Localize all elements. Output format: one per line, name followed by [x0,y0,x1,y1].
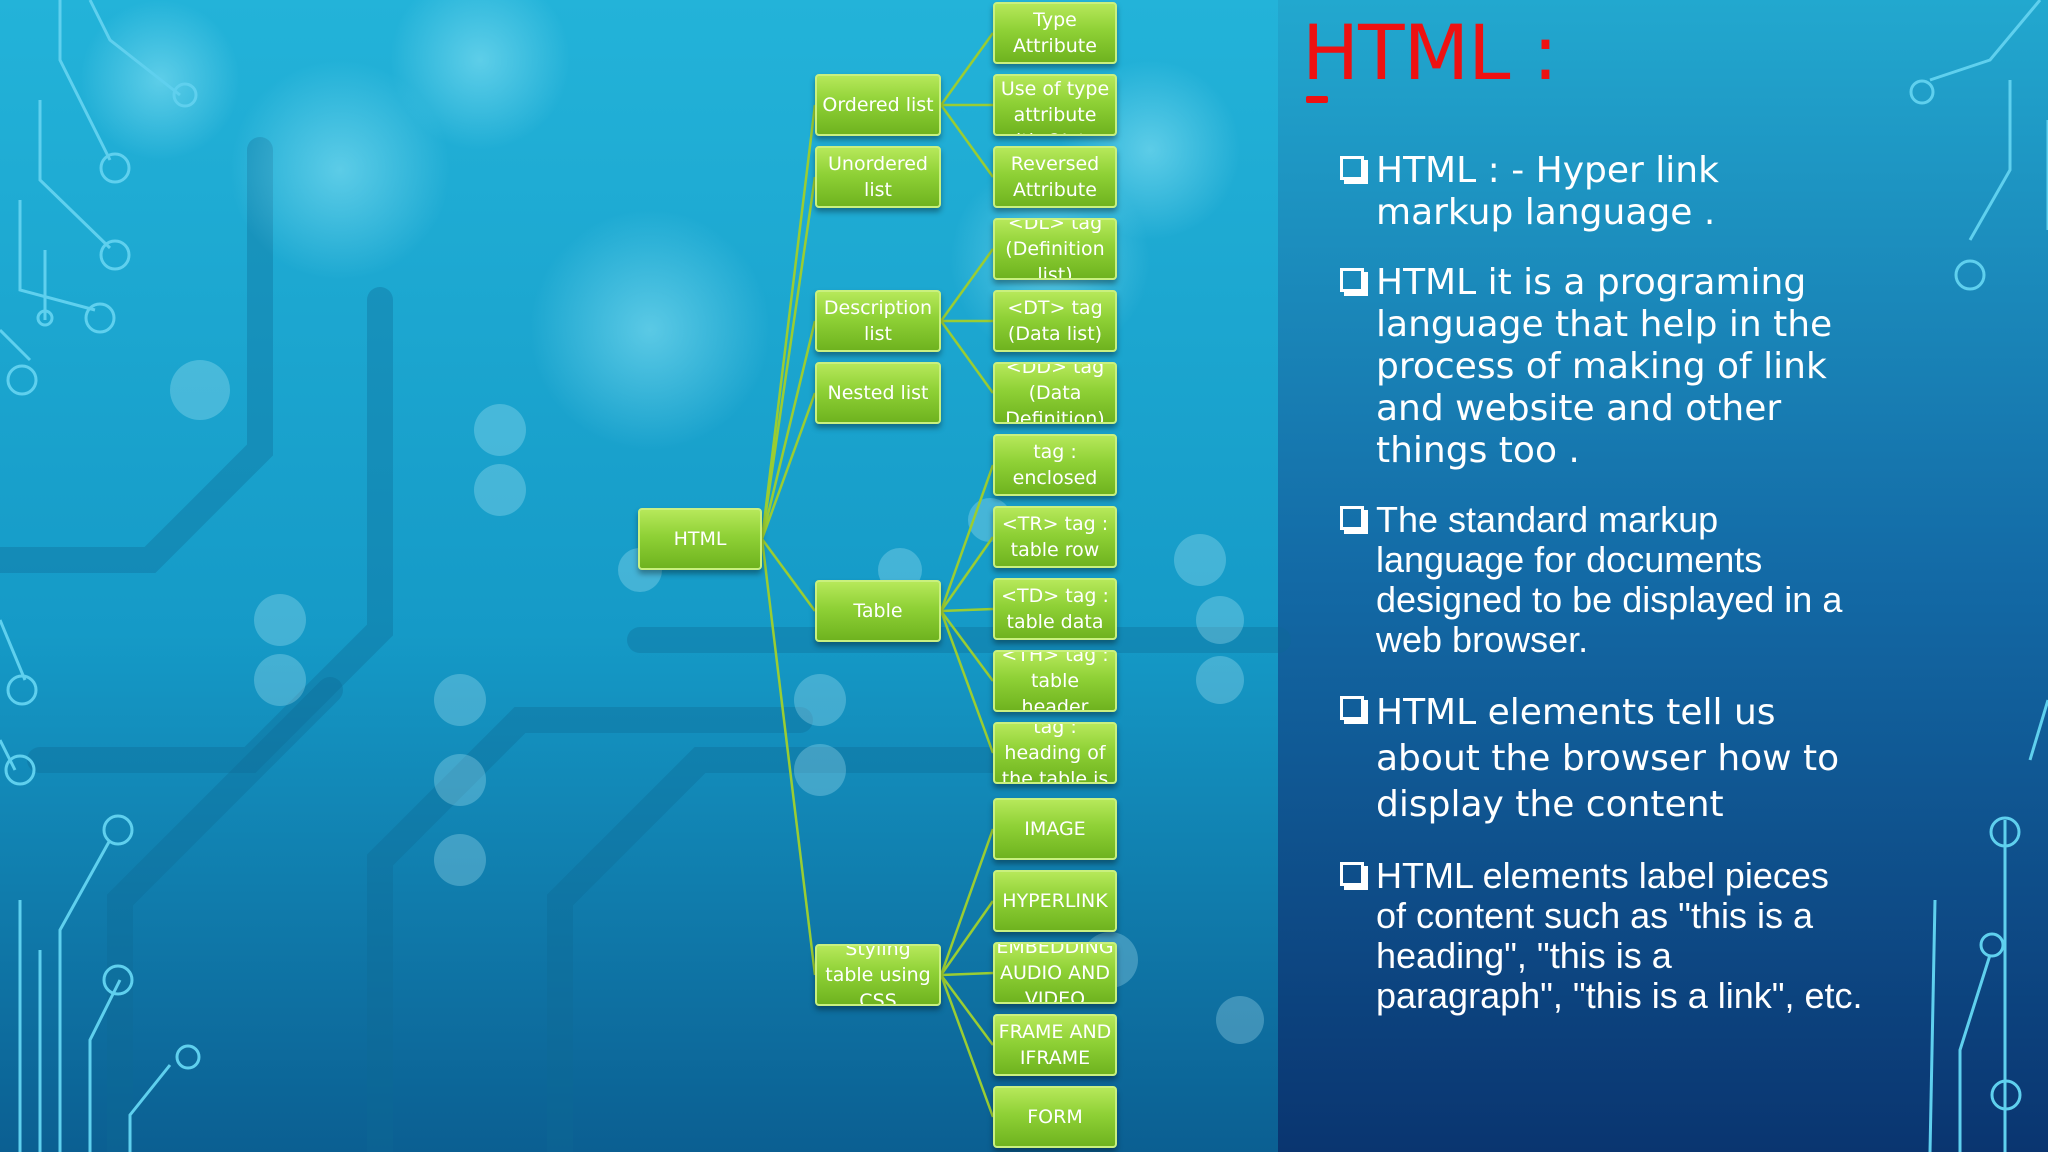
node-root-html: HTML [638,508,762,570]
bullet-item: The standard markup language for documen… [1336,500,1866,660]
bullet-text: HTML it is a programing language that he… [1376,262,1833,471]
connector-line [760,392,817,540]
leaf-td-tag: <TD> tag : table data [993,578,1117,640]
bullet-text: HTML elements tell us about the browser … [1376,692,1840,825]
checkbox-bullet-icon [1340,862,1364,886]
bullet-text: The standard markup language for documen… [1376,499,1843,660]
connector-line [939,974,995,1046]
leaf-image: IMAGE [993,798,1117,860]
checkbox-bullet-icon [1340,696,1364,720]
node-unordered-list: Unordered list [815,146,941,208]
connector-line [940,971,994,977]
checkbox-bullet-icon [1340,156,1364,180]
checkbox-bullet-icon [1340,506,1364,530]
connector-line [939,536,995,612]
leaf-th-tag: <TH> tag : table header [993,650,1117,712]
leaf-form: FORM [993,1086,1117,1148]
bullet-item: HTML elements tell us about the browser … [1336,690,1866,828]
connector-line [939,32,995,106]
bullet-text: HTML : - Hyper link markup language . [1376,150,1719,233]
node-styling-table-css: Styling table using CSS [815,944,941,1006]
leaf-type-attribute-ol: Use of type attribute with OL tag in HTM… [993,74,1117,136]
leaf-dt-tag: <DT> tag (Data list) [993,290,1117,352]
leaf-frame-iframe: FRAME AND IFRAME [993,1014,1117,1076]
bullet-list: HTML : - Hyper link markup language . HT… [1336,150,1866,1042]
leaf-caption-tag: <CAPTION> tag : heading of the table is … [993,722,1117,784]
connector-line [940,607,994,613]
bullet-text: HTML elements label pieces of content su… [1376,855,1863,1016]
connector-line [939,320,995,394]
connector-line [760,320,817,540]
slide-title: HTML : [1302,8,1558,97]
leaf-dd-tag: <DD> tag (Data Definition) [993,362,1117,424]
leaf-tr-tag: <TR> tag : table row [993,506,1117,568]
connector-line [939,464,995,612]
node-ordered-list: Ordered list [815,74,941,136]
connector-line [939,248,995,322]
title-dash [1306,96,1328,103]
leaf-type-attribute: Type Attribute [993,2,1117,64]
leaf-reversed-attribute: Reversed Attribute [993,146,1117,208]
connector-line [939,610,995,754]
connector-line [939,974,995,1118]
leaf-dl-tag: <DL> tag (Definition list) [993,218,1117,280]
connector-line [760,538,817,612]
leaf-embedding-audio-video: EMBEDDING AUDIO AND VIDEO [993,942,1117,1004]
bullet-item: HTML elements label pieces of content su… [1336,856,1866,1016]
bullet-item: HTML it is a programing language that he… [1336,262,1866,472]
connector-line [760,176,817,540]
node-table: Table [815,580,941,642]
node-description-list: Description list [815,290,941,352]
bullet-item: HTML : - Hyper link markup language . [1336,150,1866,234]
node-nested-list: Nested list [815,362,941,424]
connector-line [939,828,995,976]
leaf-table-tag: <TABLE> tag : enclosed within the [993,434,1117,496]
connector-line [760,538,817,976]
checkbox-bullet-icon [1340,268,1364,292]
connector-line [939,104,995,178]
leaf-hyperlink: HYPERLINK [993,870,1117,932]
connector-line [939,610,995,682]
connector-line [939,900,995,976]
connector-line [760,104,817,540]
